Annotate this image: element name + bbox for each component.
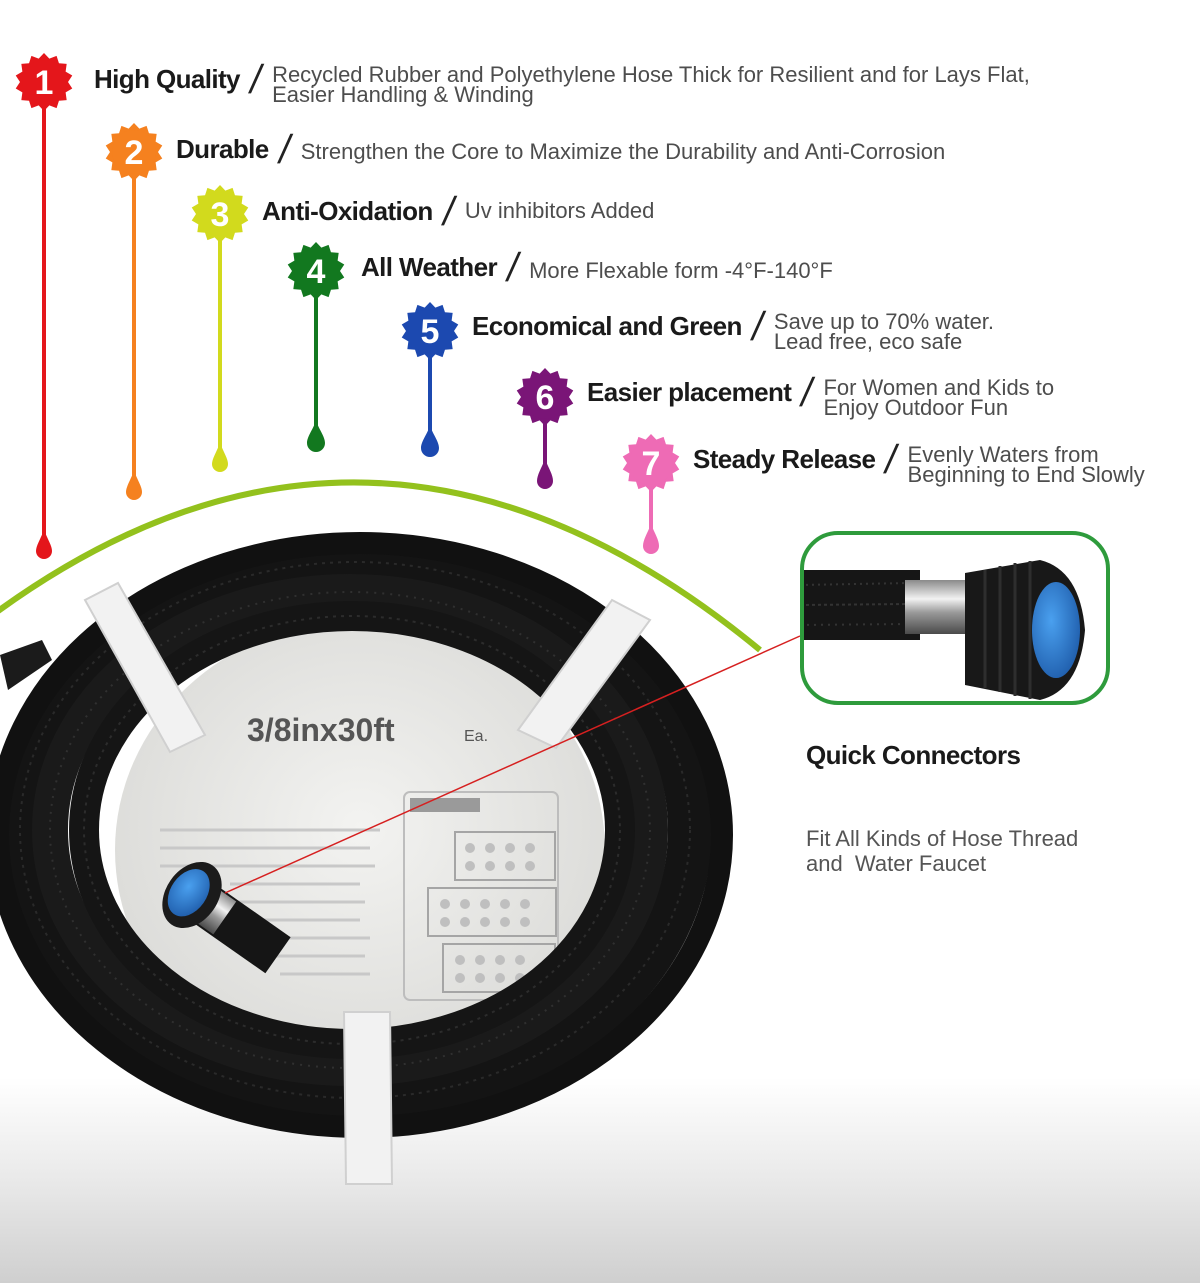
feature-title: All Weather: [361, 252, 498, 282]
feature-description: Uv inhibitors Added: [464, 198, 655, 223]
size-suffix: Ea.: [464, 728, 488, 745]
instruction-card: [115, 620, 605, 1080]
green-arc: [0, 479, 762, 653]
feature-description: More Flexable form -4°F-140°F: [529, 258, 833, 283]
separator-slash: /: [247, 58, 266, 99]
drop-icon: [537, 459, 553, 489]
size-label: 3/8inx30ft: [247, 712, 395, 748]
separator-slash: /: [275, 128, 294, 169]
drop-icon: [643, 524, 659, 554]
badge-4-icon: 4: [287, 242, 345, 300]
separator-slash: /: [504, 246, 523, 287]
badge-5-icon: 5: [401, 302, 459, 360]
separator-slash: /: [439, 190, 458, 231]
feature-economical-green: Economical and Green / Save up to 70% wa…: [472, 305, 995, 354]
pointer-line: [224, 635, 801, 894]
feature-title: Economical and Green: [472, 311, 742, 341]
feature-easier-placement: Easier placement / For Women and Kids to…: [587, 371, 1055, 420]
feature-title: Easier placement: [587, 377, 792, 407]
connector-inset: [800, 531, 1110, 705]
separator-slash: /: [748, 305, 767, 346]
svg-text:5: 5: [421, 313, 440, 351]
drop-icon: [36, 530, 52, 559]
feature-all-weather: All Weather / More Flexable form -4°F-14…: [361, 246, 833, 287]
svg-text:7: 7: [642, 445, 661, 483]
hose-straps: [83, 581, 652, 1185]
feature-title: Steady Release: [693, 444, 876, 474]
water-drops: [36, 421, 659, 559]
feature-title: High Quality: [94, 64, 241, 94]
drop-icon: [307, 421, 325, 452]
feature-high-quality: High Quality / Recycled Rubber and Polye…: [94, 58, 1030, 107]
svg-text:4: 4: [307, 253, 326, 291]
hose-end-connector: [162, 861, 291, 974]
feature-anti-oxidation: Anti-Oxidation / Uv inhibitors Added: [262, 190, 655, 231]
drop-icon: [212, 443, 228, 472]
feature-description: Recycled Rubber and Polyethylene Hose Th…: [272, 62, 1030, 107]
drop-icon: [126, 471, 142, 500]
svg-text:1: 1: [35, 64, 54, 102]
number-badges: 1 2 3 4 5 6 7: [15, 53, 680, 492]
badge-7-icon: 7: [622, 434, 680, 492]
svg-text:2: 2: [125, 134, 144, 172]
quick-connectors-title: Quick Connectors: [806, 740, 1021, 770]
badge-3-icon: 3: [191, 185, 249, 243]
badge-1-icon: 1: [15, 53, 73, 111]
hose-coil: 3/8inx30ft Ea.: [0, 532, 733, 1185]
badge-6-icon: 6: [516, 368, 574, 426]
feature-description: Strengthen the Core to Maximize the Dura…: [300, 139, 946, 164]
separator-slash: /: [882, 438, 901, 479]
badge-2-icon: 2: [105, 123, 163, 181]
separator-slash: /: [798, 371, 817, 412]
feature-title: Durable: [176, 134, 269, 164]
feature-title: Anti-Oxidation: [262, 196, 433, 226]
drop-icon: [421, 426, 439, 457]
svg-text:3: 3: [211, 196, 230, 234]
feature-description: Save up to 70% water.Lead free, eco safe: [773, 309, 995, 354]
card-diagram: [410, 798, 557, 993]
feature-durable: Durable / Strengthen the Core to Maximiz…: [176, 128, 946, 169]
svg-text:6: 6: [536, 379, 555, 417]
